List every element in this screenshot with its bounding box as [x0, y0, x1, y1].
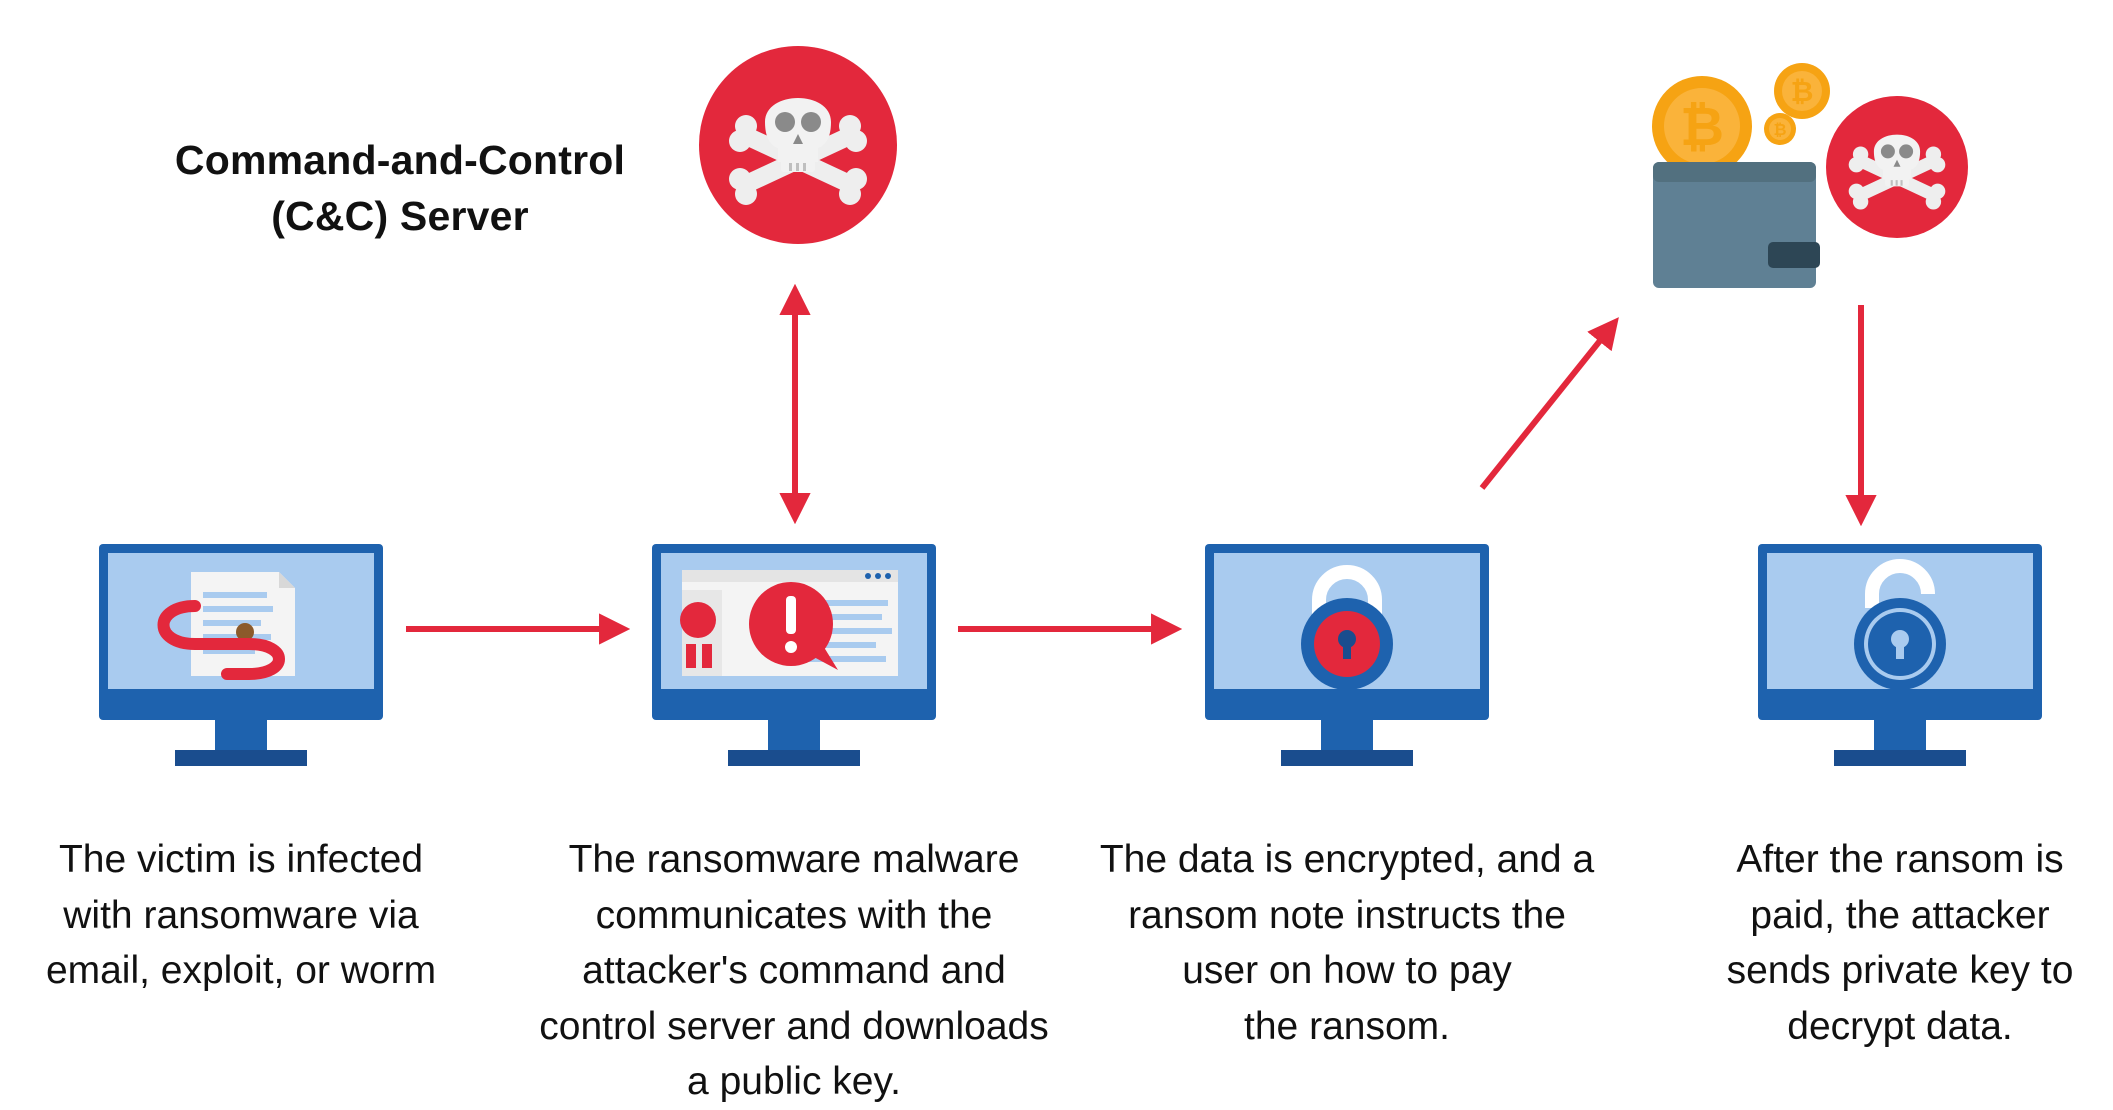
step-2-caption: The ransomware malware communicates with…: [514, 832, 1074, 1110]
exclamation-alert-icon: [749, 582, 838, 670]
step-3-caption: The data is encrypted, and a ransom note…: [1067, 832, 1627, 1054]
caption-line: decrypt data.: [1787, 1004, 2013, 1048]
monitor-malware: [652, 544, 936, 766]
svg-text:₿: ₿: [1680, 97, 1724, 157]
caption-line: After the ransom is: [1736, 838, 2064, 881]
caption-line: the ransom.: [1244, 1004, 1450, 1048]
caption-line: The victim is infected: [58, 838, 424, 881]
caption-line: with ransomware via: [63, 893, 419, 937]
cc-server-label-line: Command-and-Control: [174, 137, 626, 183]
monitor-encrypted: [1205, 544, 1489, 766]
open-padlock-icon: [1854, 559, 1946, 690]
caption-line: control server and downloads: [539, 1004, 1049, 1048]
cc-server-label: Command-and-Control (C&C) Server: [150, 132, 650, 244]
infected-email-icon: [157, 572, 295, 680]
arrow-encrypted-to-wallet: [1479, 317, 1619, 490]
server-skull-icon: [699, 46, 897, 244]
caption-line: The data is encrypted, and a: [1099, 838, 1595, 881]
caption-line: communicates with the: [595, 893, 993, 937]
monitor-decrypted: [1758, 544, 2042, 766]
wallet-icon: ₿ ₿ ₿: [1652, 63, 1830, 288]
step-1-caption: The victim is infected with ransomware v…: [0, 832, 521, 999]
caption-line: ransom note instructs the: [1128, 893, 1566, 937]
caption-line: paid, the attacker: [1750, 893, 2050, 937]
step-4-caption: After the ransom is paid, the attacker s…: [1620, 832, 2113, 1054]
cc-server-label-line: (C&C) Server: [271, 193, 529, 239]
caption-line: email, exploit, or worm: [45, 949, 437, 992]
caption-line: a public key.: [687, 1060, 901, 1103]
svg-text:₿: ₿: [1773, 121, 1786, 139]
caption-line: The ransomware malware: [568, 838, 1020, 881]
monitor-victim: [99, 544, 383, 766]
caption-line: attacker's command and: [582, 949, 1006, 992]
svg-text:₿: ₿: [1791, 76, 1814, 107]
caption-line: user on how to pay: [1182, 949, 1512, 992]
caption-line: sends private key to: [1726, 949, 2074, 992]
attacker-skull-icon: [1826, 96, 1968, 238]
closed-padlock-icon: [1301, 565, 1393, 690]
